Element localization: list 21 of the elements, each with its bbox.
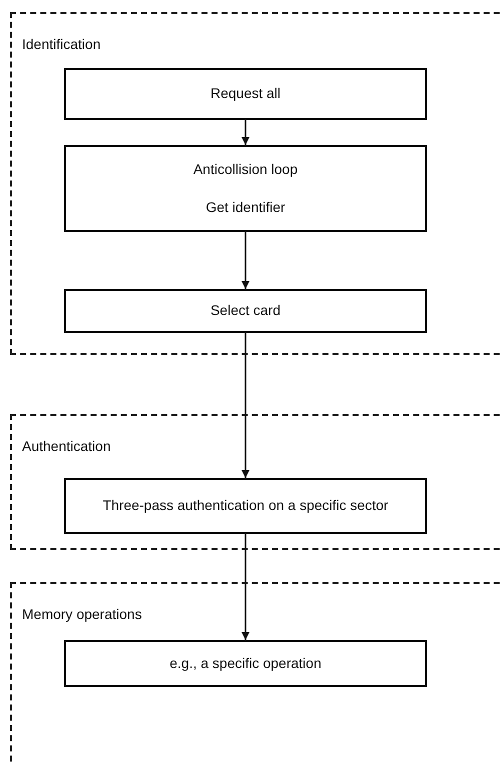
box-text: Three-pass authentication on a specific sector	[102, 497, 388, 515]
process-box	[64, 640, 427, 687]
group-label: Authentication	[22, 438, 111, 454]
process-box	[64, 68, 427, 120]
arrow	[242, 232, 250, 289]
process-box	[64, 289, 427, 333]
box-text: Anticollision loop	[193, 161, 298, 178]
box-text: Select card	[210, 302, 281, 320]
group-frame	[10, 582, 502, 762]
process-box	[64, 145, 427, 232]
arrow	[242, 534, 250, 640]
group-frame	[10, 414, 502, 550]
group-frame	[10, 12, 502, 355]
box-text: e.g., a specific operation	[170, 654, 322, 672]
group-label: Identification	[22, 36, 101, 52]
process-box	[64, 478, 427, 534]
box-text: Get identifier	[206, 198, 286, 216]
group-label: Memory operations	[22, 606, 142, 622]
arrow	[242, 333, 250, 478]
arrow	[242, 120, 250, 145]
box-text: Request all	[210, 85, 281, 103]
